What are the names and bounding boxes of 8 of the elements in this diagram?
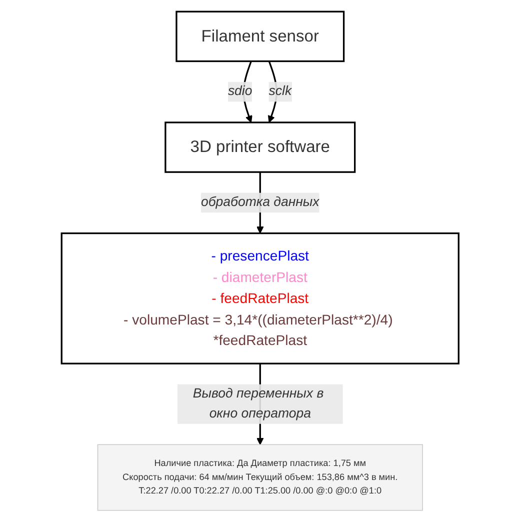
arrow [268, 60, 278, 123]
edge-label: Вывод переменных в окно оператора [193, 386, 324, 421]
node-box: - presencePlast - diameterPlast - feedRatePlast - volumePlast = 3,14*((diameterPlast**2)/4) *feedRatePlast [61, 232, 460, 364]
node-box: Наличие пластика: Да Диаметр пластика: 1,75 мм Скорость подачи: 64 мм/мин Текущий объем: 153,86 мм^3 в мин. T:22.27 /0.00 T0:22.27 /0.00 T1:25.00 /0.00 @:0 @0:0 @1:0 [98, 444, 424, 511]
edge-label: sdio [228, 84, 253, 98]
edge-label: обработка данных [201, 195, 320, 210]
node-box: 3D printer software [164, 122, 356, 173]
node-box: Filament sensor [176, 10, 345, 62]
